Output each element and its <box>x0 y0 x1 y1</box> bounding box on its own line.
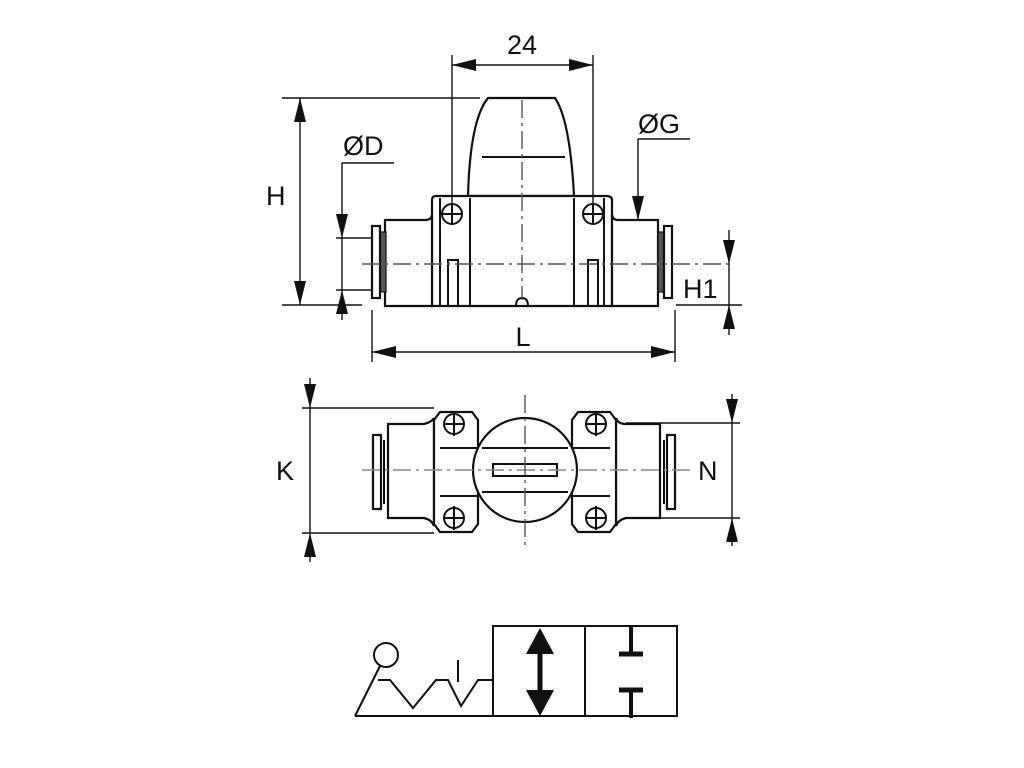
arrow-icon <box>452 59 476 71</box>
slot <box>447 259 459 307</box>
arrow-icon <box>723 305 735 329</box>
screw-icon <box>443 412 465 436</box>
front-view: 24 H ØD ØG H1 L <box>266 30 742 362</box>
right-release-ring <box>662 224 674 300</box>
arrow-icon <box>723 240 735 264</box>
screw-icon <box>585 412 607 436</box>
dim-24-label: 24 <box>507 30 537 60</box>
screw-icon <box>585 506 607 530</box>
arrow-icon <box>632 196 644 220</box>
lever-knob-icon <box>373 642 399 668</box>
arrow-icon <box>372 346 396 358</box>
screw-icon <box>582 203 604 225</box>
arrow-icon <box>726 399 738 423</box>
screw-icon <box>441 203 463 225</box>
valve-symbol <box>354 625 678 718</box>
arrow-icon <box>336 290 348 314</box>
arrow-up-icon <box>526 628 554 654</box>
left-release-ring <box>370 224 382 300</box>
slot <box>587 259 599 307</box>
arrow-icon <box>304 533 316 557</box>
valve-handle <box>466 96 576 198</box>
dim-k-label: K <box>276 456 294 486</box>
arrow-icon <box>336 214 348 238</box>
dim-og-label: ØG <box>638 109 680 139</box>
lever-arm <box>354 665 381 717</box>
dim-od-label: ØD <box>343 131 384 161</box>
arrow-icon <box>304 384 316 408</box>
right-ring-top <box>665 433 677 511</box>
right-fitting-top <box>614 417 662 527</box>
right-fitting <box>610 213 660 308</box>
dim-n-label: N <box>698 456 718 486</box>
dim-h1-label: H1 <box>683 274 718 304</box>
screw-icon <box>443 506 465 530</box>
left-fitting-top <box>386 417 436 527</box>
left-fitting <box>383 213 434 308</box>
arrow-icon <box>651 346 675 358</box>
arrow-icon <box>294 281 306 305</box>
arrow-icon <box>294 98 306 122</box>
dim-h-label: H <box>266 181 286 211</box>
arrow-icon <box>726 518 738 542</box>
arrow-icon <box>569 59 593 71</box>
dim-l-label: L <box>515 322 530 352</box>
detent-icon <box>378 679 493 710</box>
top-view: K N <box>276 378 740 562</box>
left-ring-top <box>371 433 383 511</box>
valve-body <box>430 194 614 308</box>
arrow-down-icon <box>526 690 554 716</box>
